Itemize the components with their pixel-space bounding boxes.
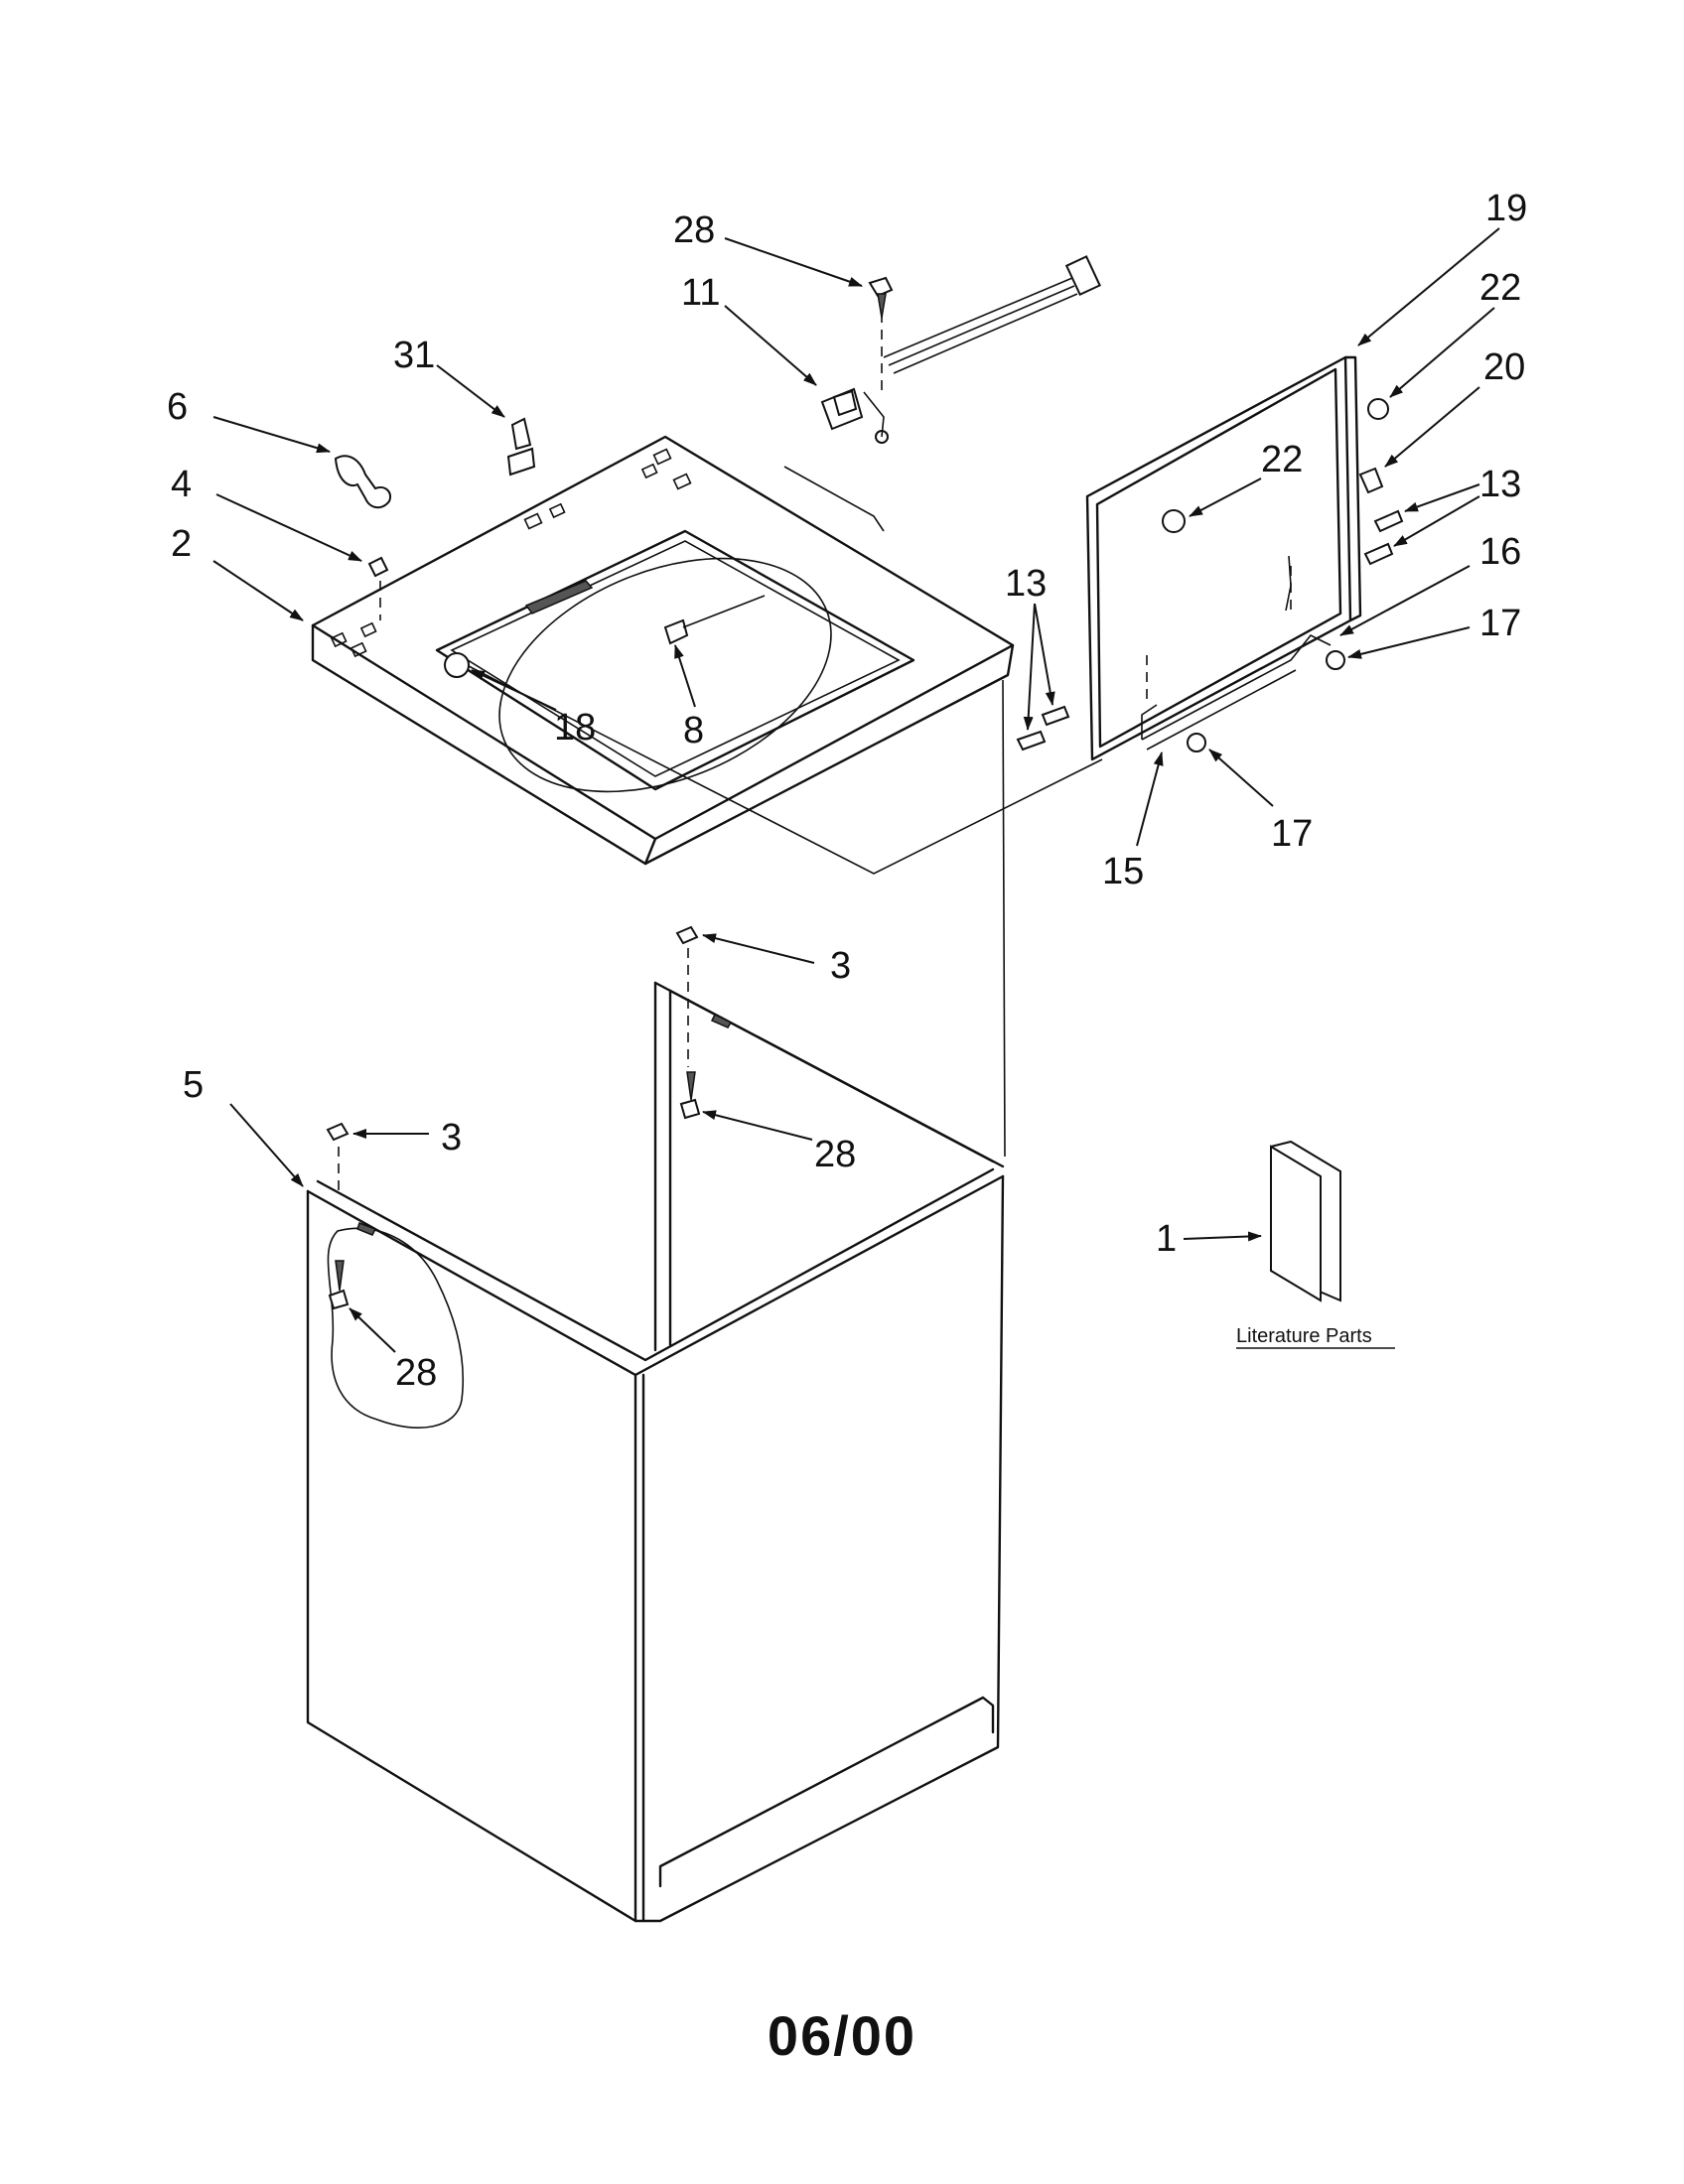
- plug-17-right: [1326, 650, 1345, 670]
- screw-28-mid-shank: [686, 1071, 696, 1101]
- callout-15: 15: [1102, 851, 1144, 892]
- projection-line-wire: [783, 466, 885, 532]
- callout-28-top: 28: [673, 209, 715, 251]
- switch-20: [1358, 467, 1384, 494]
- clip-31: [506, 417, 536, 477]
- clip-3-left: [326, 1122, 350, 1142]
- knob-22-mid: [1162, 509, 1186, 533]
- literature-parts-label: Literature Parts: [1236, 1325, 1372, 1347]
- callout-19: 19: [1485, 188, 1527, 229]
- leader-lines: [212, 227, 1500, 1353]
- screw-28-bottom: [328, 1289, 350, 1310]
- callout-28-mid: 28: [814, 1134, 856, 1175]
- callout-1: 1: [1156, 1218, 1177, 1260]
- clip-4: [367, 556, 389, 578]
- cabinet: [306, 981, 1005, 1923]
- callout-3-right: 3: [830, 945, 851, 987]
- callout-11: 11: [681, 272, 720, 314]
- callout-17-right: 17: [1479, 603, 1521, 644]
- callout-13-left: 13: [1005, 563, 1047, 605]
- callout-22-mid: 22: [1261, 439, 1303, 480]
- callout-31: 31: [393, 335, 435, 376]
- screw-13-c: [1041, 705, 1070, 727]
- callout-13-right: 13: [1479, 464, 1521, 505]
- callout-3-left: 3: [441, 1117, 462, 1159]
- knob-22-top: [1367, 398, 1389, 420]
- plug-17-bottom: [1187, 733, 1206, 752]
- screw-28-top: [868, 276, 894, 319]
- callout-28-bottom: 28: [395, 1352, 437, 1394]
- wire-harness: [820, 255, 1101, 444]
- clip-3-right: [675, 925, 699, 945]
- projection-line-right: [1002, 679, 1006, 1158]
- callout-6: 6: [167, 386, 188, 428]
- callout-18: 18: [554, 707, 596, 749]
- top-panel: [311, 435, 1015, 866]
- callout-2: 2: [171, 523, 192, 565]
- screw-8: [663, 618, 689, 645]
- callout-20: 20: [1483, 346, 1525, 388]
- callout-17-bottom: 17: [1271, 813, 1313, 855]
- screw-13-d: [1016, 730, 1047, 751]
- clip-6: [334, 455, 391, 509]
- date-code: 06/00: [768, 2004, 916, 2067]
- literature-booklet: [1270, 1140, 1341, 1302]
- screw-13-a: [1373, 509, 1404, 533]
- screw-13-b: [1363, 542, 1394, 566]
- callout-16: 16: [1479, 531, 1521, 573]
- callout-8: 8: [683, 710, 704, 751]
- callout-4: 4: [171, 464, 192, 505]
- console-frame: [1085, 355, 1362, 761]
- callout-22-top: 22: [1479, 267, 1521, 309]
- callout-5: 5: [183, 1064, 204, 1106]
- projection-line-console: [466, 664, 1103, 875]
- screw-28-mid: [679, 1098, 701, 1120]
- part-18: [444, 652, 470, 678]
